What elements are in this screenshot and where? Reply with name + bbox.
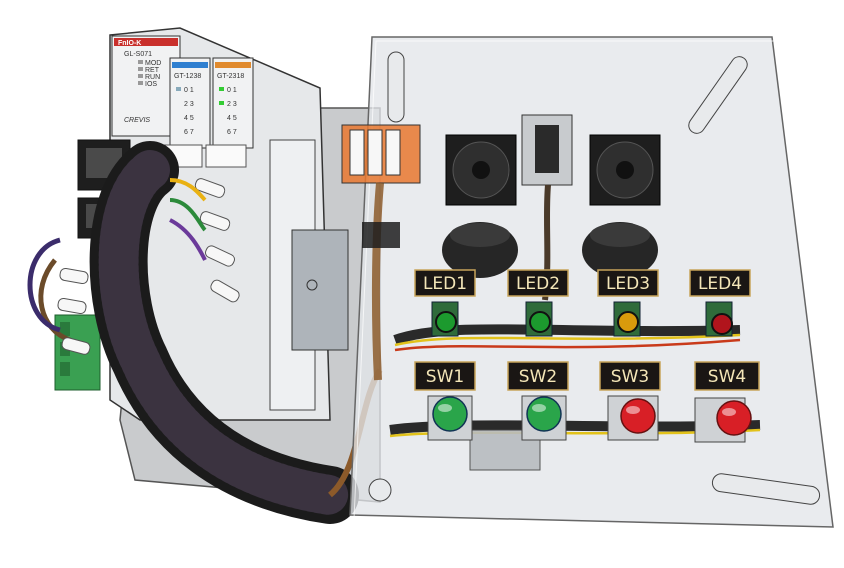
din-rail-clamp: [291, 229, 349, 351]
buzzer-2: [582, 222, 658, 278]
led-label-1: LED1: [414, 269, 476, 297]
cooling-fan-2: [589, 134, 661, 206]
push-button-1[interactable]: [427, 395, 473, 441]
switch-label-3-text: SW3: [611, 367, 649, 387]
push-button-4[interactable]: [694, 397, 752, 443]
plc-brand-tag: [114, 38, 178, 46]
io2-ch-0: 0 1: [227, 87, 237, 94]
plc-led-ios: IOS: [145, 81, 157, 88]
wago-connector: [341, 124, 421, 184]
io-module-2-model: GT-2318: [217, 73, 244, 80]
plc-status-leds: MOD RET RUN IOS: [138, 60, 161, 88]
cable-tie-mount: [362, 222, 400, 248]
power-jack: [521, 114, 573, 186]
led-label-3: LED3: [597, 269, 659, 297]
io-module-1-model: GT-1238: [174, 73, 201, 80]
plc-led-run: RUN: [145, 74, 160, 81]
plc-model-text: GL-S071: [124, 51, 152, 58]
standoffs: [368, 51, 821, 505]
cable-bundle: [27, 141, 383, 524]
led-label-2-text: LED2: [516, 274, 560, 294]
indicator-led-1: [431, 301, 459, 337]
buzzer-1: [442, 222, 518, 278]
switch-label-3: SW3: [599, 361, 661, 391]
switch-label-4-text: SW4: [708, 367, 746, 387]
io1-ch-1: 2 3: [184, 101, 194, 108]
push-button-3[interactable]: [607, 395, 659, 441]
io-module-1-tag: [172, 62, 208, 68]
io1-ch-2: 4 5: [184, 115, 194, 122]
indicator-led-2: [525, 301, 553, 337]
switch-label-2-text: SW2: [519, 367, 557, 387]
push-button-2[interactable]: [521, 395, 567, 441]
plc-led-ret: RET: [145, 67, 160, 74]
io2-ch-1: 2 3: [227, 101, 237, 108]
indicator-led-4: [705, 301, 733, 337]
plc-brand-text: FnIO-K: [118, 40, 141, 47]
io1-ch-0: 0 1: [184, 87, 194, 94]
io2-ch-2: 4 5: [227, 115, 237, 122]
cooling-fan-1: [445, 134, 517, 206]
led-label-2: LED2: [507, 269, 569, 297]
switch-label-1: SW1: [414, 361, 476, 391]
plc-controller: FnIO-K GL-S071 MOD RET RUN IOS CREVIS GT…: [54, 27, 349, 421]
io2-ch-3: 6 7: [227, 129, 237, 136]
led-label-4: LED4: [689, 269, 751, 297]
switch-label-4: SW4: [694, 361, 760, 391]
plc-led-mod: MOD: [145, 60, 161, 67]
switch-label-1-text: SW1: [426, 367, 464, 387]
io1-ch-3: 6 7: [184, 129, 194, 136]
io-module-2-tag: [215, 62, 251, 68]
led-label-3-text: LED3: [606, 274, 650, 294]
plc-maker-text: CREVIS: [124, 117, 150, 124]
led-label-1-text: LED1: [423, 274, 467, 294]
indicator-led-3: [613, 301, 641, 337]
switch-label-2: SW2: [507, 361, 569, 391]
led-label-4-text: LED4: [698, 274, 742, 294]
